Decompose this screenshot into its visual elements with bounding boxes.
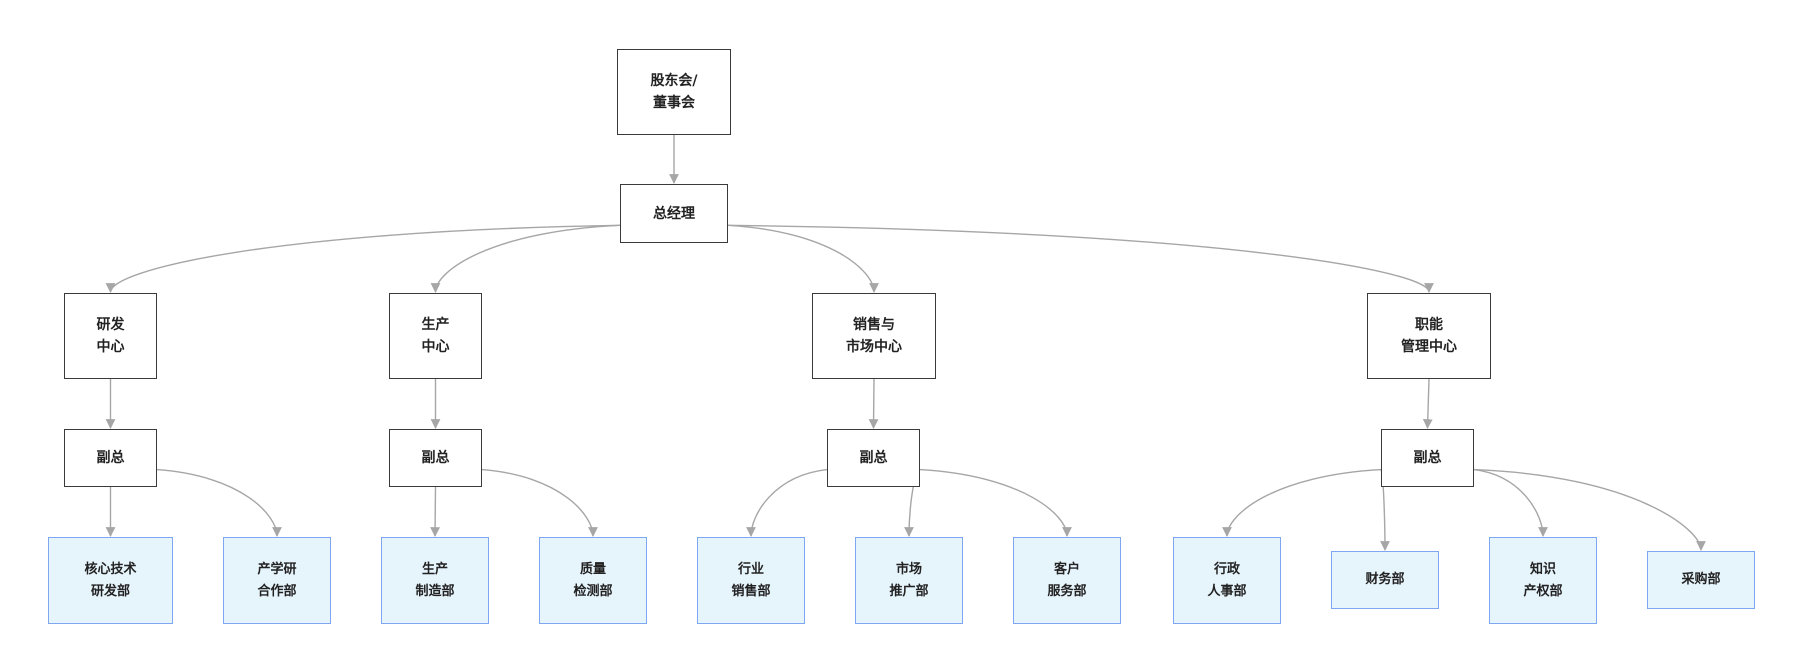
board-node[interactable]: 股东会/ 董事会 (617, 49, 731, 135)
production-center-node[interactable]: 生产 中心 (389, 293, 482, 379)
general-manager-node[interactable]: 总经理 (620, 184, 728, 243)
core-tech-rd-dept-node[interactable]: 核心技术 研发部 (48, 537, 173, 624)
edge-func_vp-to-ip (1473, 468, 1548, 537)
edge-gm-to-prod_center (430, 224, 621, 293)
functional-management-center-node[interactable]: 职能 管理中心 (1367, 293, 1491, 379)
edge-prod_vp-to-manufacturing (430, 486, 440, 537)
edge-prod_vp-to-quality_inspection (481, 468, 598, 537)
sales-marketing-center-node[interactable]: 销售与 市场中心 (812, 293, 936, 379)
admin-hr-dept-node[interactable]: 行政 人事部 (1173, 537, 1281, 624)
finance-dept-node[interactable]: 财务部 (1331, 551, 1439, 609)
edge-rd_vp-to-iur_coop (156, 468, 282, 537)
edge-func_vp-to-admin_hr (1222, 468, 1382, 537)
procurement-dept-node[interactable]: 采购部 (1647, 551, 1755, 609)
customer-service-dept-node[interactable]: 客户 服务部 (1013, 537, 1121, 624)
edge-sales_vp-to-customer_service (919, 468, 1072, 537)
edge-gm-to-sales_center (727, 224, 879, 293)
edge-sales_vp-to-industry_sales (746, 468, 828, 537)
edge-sales_center-to-sales_vp (868, 378, 879, 429)
intellectual-property-dept-node[interactable]: 知识 产权部 (1489, 537, 1597, 624)
industry-sales-dept-node[interactable]: 行业 销售部 (697, 537, 805, 624)
edge-gm-to-rd_center (105, 224, 621, 293)
rd-vice-president-node[interactable]: 副总 (64, 429, 157, 487)
quality-inspection-dept-node[interactable]: 质量 检测部 (539, 537, 647, 624)
industry-university-research-dept-node[interactable]: 产学研 合作部 (223, 537, 331, 624)
marketing-dept-node[interactable]: 市场 推广部 (855, 537, 963, 624)
connector-lines (105, 135, 1706, 551)
rd-center-node[interactable]: 研发 中心 (64, 293, 157, 379)
functional-vice-president-node[interactable]: 副总 (1381, 429, 1474, 487)
edge-gm-to-func_center (727, 224, 1434, 293)
edge-func_center-to-func_vp (1422, 378, 1433, 429)
production-vice-president-node[interactable]: 副总 (389, 429, 482, 487)
sales-vice-president-node[interactable]: 副总 (827, 429, 920, 487)
manufacturing-dept-node[interactable]: 生产 制造部 (381, 537, 489, 624)
edge-func_vp-to-procurement (1473, 468, 1706, 551)
